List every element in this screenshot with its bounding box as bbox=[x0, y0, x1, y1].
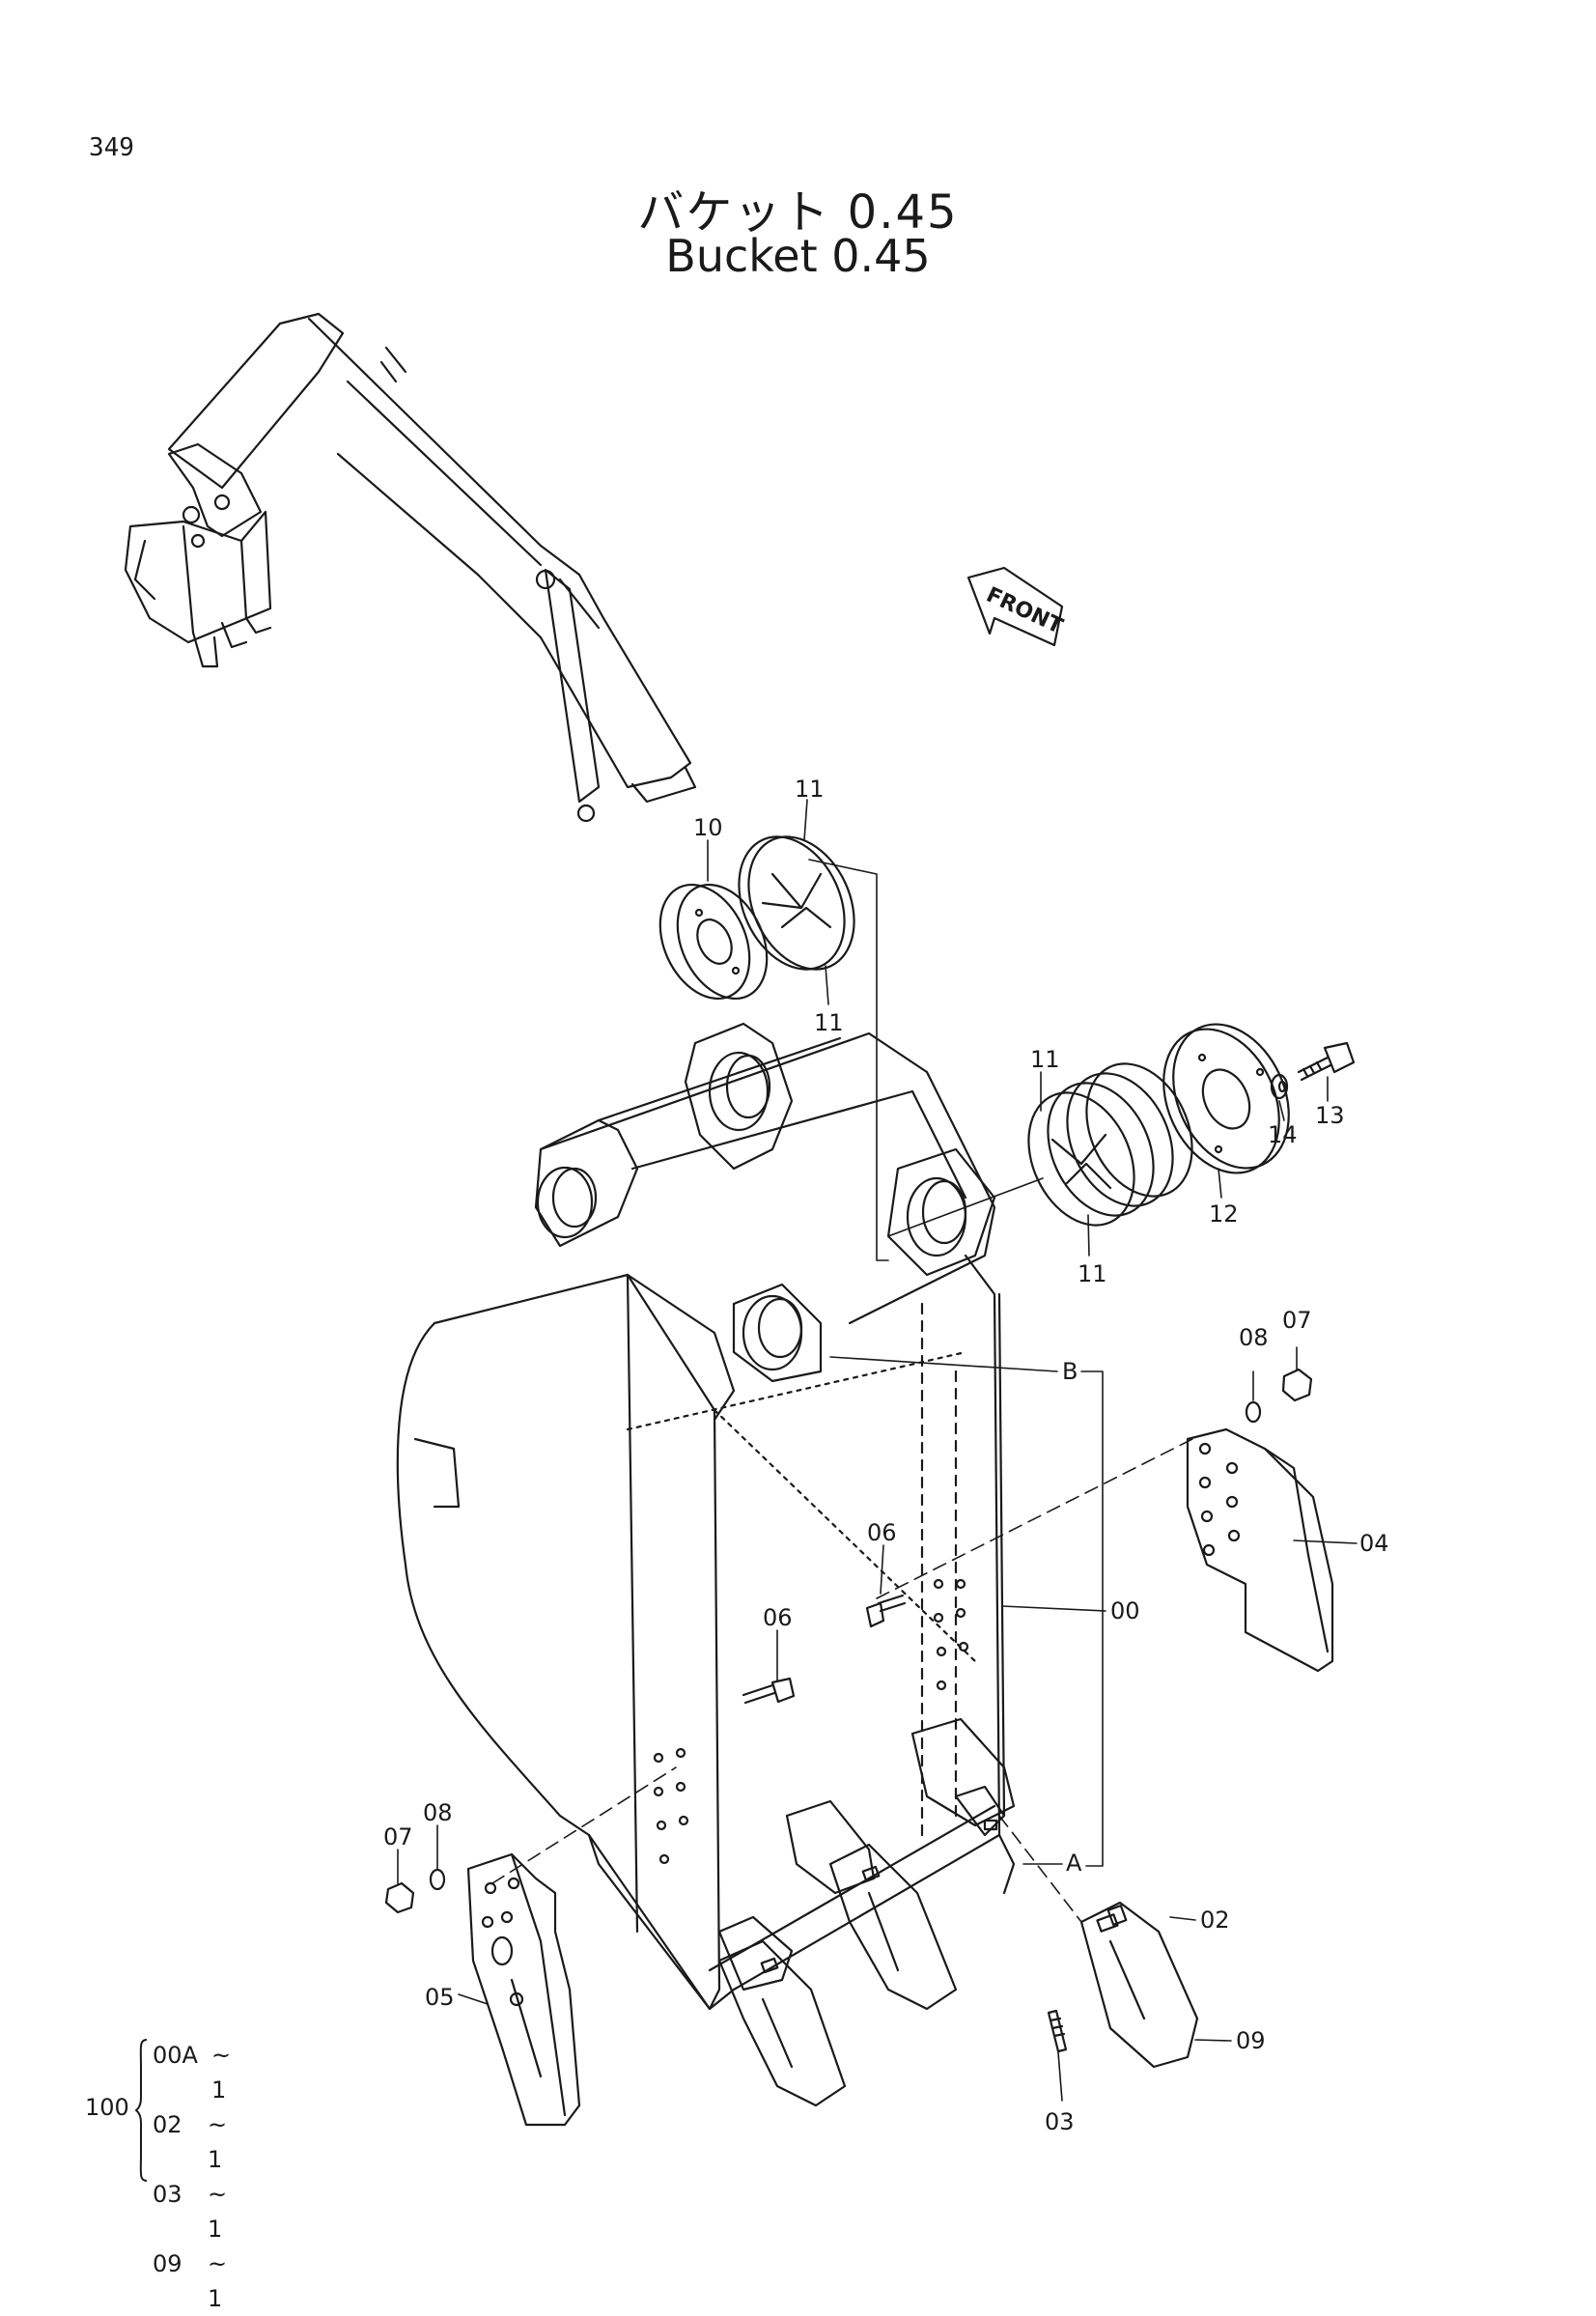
callout-labels: 11 10 11 11 11 12 14 13 07 08 B 04 00 06… bbox=[383, 776, 1389, 2135]
reference-b: B bbox=[1062, 1358, 1078, 1385]
part-07-nut-left bbox=[384, 1881, 415, 1914]
leader-lines bbox=[397, 799, 1358, 2102]
part-06-bolt-left bbox=[742, 1677, 796, 1705]
kit-item-qty: ~ 1 bbox=[208, 2250, 228, 2312]
callout-08-left: 08 bbox=[423, 1799, 453, 1826]
callout-05: 05 bbox=[425, 1984, 455, 2011]
kit-number: 100 bbox=[85, 2094, 129, 2121]
callout-14: 14 bbox=[1268, 1121, 1298, 1148]
bucket-body bbox=[396, 1022, 1016, 2107]
callout-04: 04 bbox=[1359, 1530, 1389, 1557]
part-10-washer bbox=[658, 883, 769, 1001]
part-02-lock bbox=[1106, 1904, 1128, 1927]
callout-07-right: 07 bbox=[1282, 1307, 1312, 1334]
callout-02: 02 bbox=[1200, 1906, 1230, 1934]
page-number: 349 bbox=[89, 133, 134, 162]
callout-00: 00 bbox=[1110, 1597, 1140, 1624]
part-07-nut-right bbox=[1281, 1368, 1313, 1402]
part-13-bolt bbox=[1297, 1041, 1356, 1082]
kit-item-code: 09 bbox=[153, 2250, 182, 2277]
kit-item-qty: ~ 1 bbox=[210, 2042, 232, 2104]
callout-11a: 11 bbox=[795, 776, 825, 803]
kit-item-list: 00A ~ 1 02 ~ 1 03 ~ 1 09 ~ 1 bbox=[153, 2038, 239, 2316]
kit-item-code: 03 bbox=[153, 2181, 182, 2208]
part-09-tooth bbox=[1079, 1901, 1199, 2069]
brace-icon bbox=[135, 2039, 148, 2182]
callout-03: 03 bbox=[1045, 2108, 1075, 2135]
callout-10: 10 bbox=[693, 814, 723, 841]
callout-13: 13 bbox=[1315, 1102, 1345, 1129]
callout-07-left: 07 bbox=[383, 1823, 413, 1850]
part-11-shim-left bbox=[738, 835, 855, 971]
kit-item: 00A ~ 1 bbox=[153, 2038, 239, 2107]
title-english: Bucket 0.45 bbox=[665, 230, 931, 282]
callout-11c: 11 bbox=[1030, 1046, 1060, 1073]
part-04-side-cutter-right bbox=[1186, 1427, 1334, 1673]
part-03-pin bbox=[1047, 2009, 1068, 2053]
callout-11d: 11 bbox=[1078, 1260, 1107, 1287]
kit-item: 03 ~ 1 bbox=[153, 2177, 239, 2246]
front-arrow-icon: FRONT bbox=[966, 566, 1066, 647]
part-11-shim-stack-right bbox=[1027, 1062, 1193, 1227]
exploded-parts-diagram: FRONT bbox=[124, 312, 1389, 2135]
kit-item: 02 ~ 1 bbox=[153, 2107, 239, 2177]
callout-12: 12 bbox=[1209, 1200, 1239, 1228]
kit-item: 09 ~ 1 bbox=[153, 2246, 239, 2316]
part-14-washer bbox=[1270, 1073, 1289, 1100]
part-08-washer-right bbox=[1245, 1400, 1262, 1424]
callout-06-right: 06 bbox=[867, 1519, 897, 1546]
callout-06-left: 06 bbox=[763, 1604, 793, 1631]
kit-item-code: 00A bbox=[153, 2042, 198, 2069]
part-08-washer-left bbox=[429, 1868, 446, 1891]
part-12-plate bbox=[1162, 1023, 1290, 1174]
callout-09: 09 bbox=[1236, 2027, 1266, 2054]
kit-item-qty: ~ 1 bbox=[208, 2111, 228, 2173]
reference-a: A bbox=[1066, 1850, 1082, 1877]
machine-overview-sketch bbox=[124, 312, 697, 823]
title-japanese: バケット 0.45 bbox=[637, 185, 959, 240]
part-05-side-cutter-left bbox=[466, 1852, 581, 2127]
part-06-bolt-right bbox=[865, 1594, 907, 1628]
kit-item-code: 02 bbox=[153, 2111, 182, 2138]
callout-11b: 11 bbox=[814, 1009, 844, 1036]
kit-item-qty: ~ 1 bbox=[208, 2181, 228, 2243]
callout-08-right: 08 bbox=[1239, 1324, 1269, 1351]
